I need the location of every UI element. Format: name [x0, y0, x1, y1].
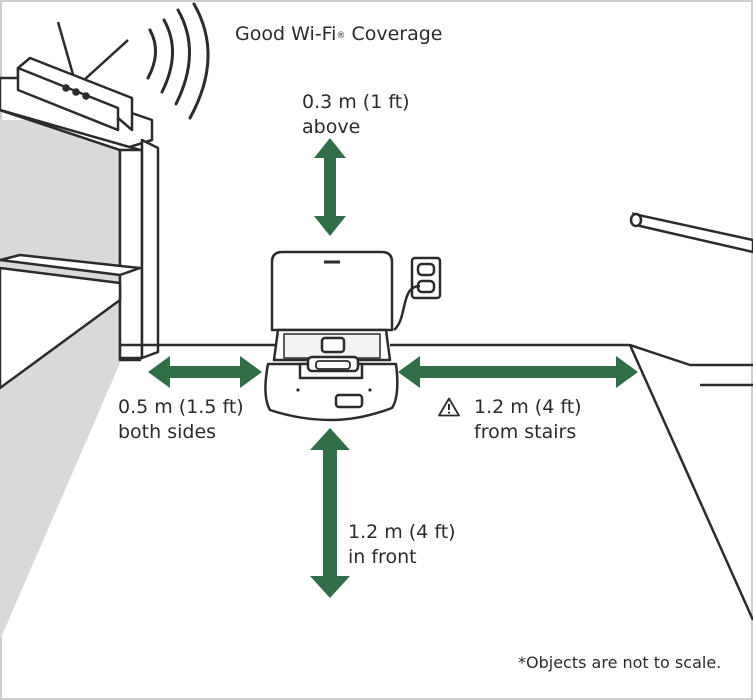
shelf-shadow [0, 120, 130, 640]
clearance-above-caption: above [302, 116, 361, 138]
home-base-dock [264, 250, 399, 422]
clearance-arrows [148, 138, 638, 598]
wifi-coverage-title: Good Wi-Fi® Coverage [235, 22, 442, 47]
wifi-title-text: Good Wi-Fi [235, 23, 337, 45]
wifi-signal-icon [146, 2, 210, 120]
scale-footnote: *Objects are not to scale. [518, 653, 722, 672]
clearance-stairs-caption: from stairs [474, 421, 577, 443]
router [16, 21, 134, 132]
floor-outline [120, 343, 753, 621]
clearance-front-label: 1.2 m (4 ft) in front [348, 520, 456, 570]
clearance-stairs-distance: 1.2 m (4 ft) [474, 396, 582, 418]
wifi-title-tail: Coverage [345, 23, 443, 45]
arrow-front [310, 428, 350, 598]
warning-icon [438, 397, 460, 417]
arrow-sides [148, 356, 262, 388]
clearance-stairs-label: 1.2 m (4 ft) from stairs [474, 395, 582, 445]
wall-outlet [393, 256, 442, 331]
clearance-sides-caption: both sides [118, 421, 217, 443]
clearance-above-label: 0.3 m (1 ft) above [302, 90, 410, 140]
clearance-front-caption: in front [348, 546, 417, 568]
arrow-stairs [398, 356, 638, 388]
arrow-above [314, 138, 346, 236]
clearance-sides-label: 0.5 m (1.5 ft) both sides [118, 395, 244, 445]
clearance-above-distance: 0.3 m (1 ft) [302, 91, 410, 113]
clearance-front-distance: 1.2 m (4 ft) [348, 521, 456, 543]
clearance-sides-distance: 0.5 m (1.5 ft) [118, 396, 244, 418]
stair-rail [629, 212, 753, 254]
registered-mark: ® [336, 31, 346, 41]
